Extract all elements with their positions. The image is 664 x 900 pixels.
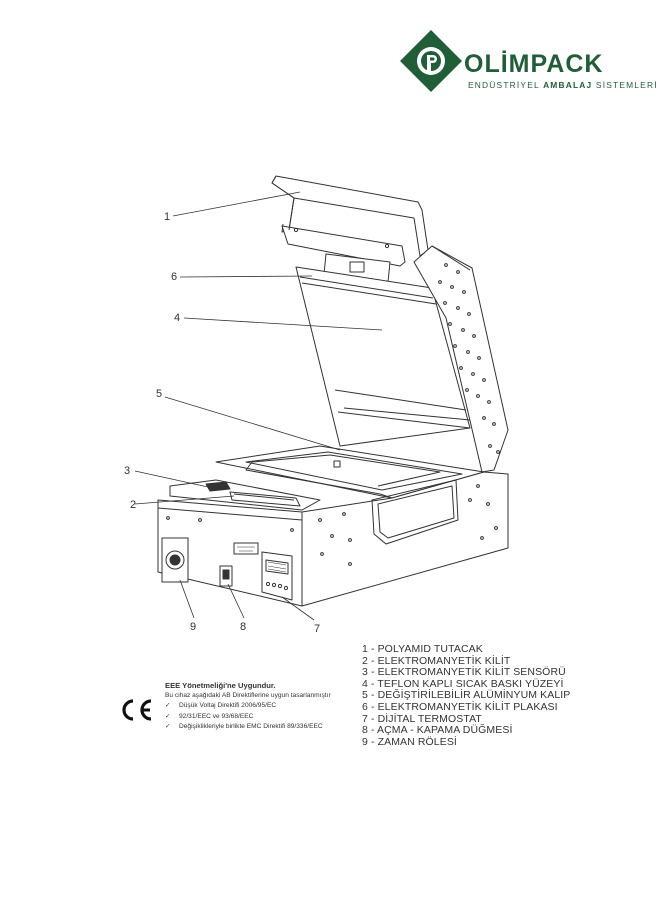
- lid-handle: [271, 175, 429, 267]
- brand-name: OLİMPACK: [464, 50, 604, 78]
- power-switch: [219, 565, 233, 587]
- legend-item: 4 - TEFLON KAPLI SICAK BASKI YÜZEYİ: [362, 677, 564, 690]
- callout-2: 2: [130, 499, 136, 511]
- brand-emblem-icon: [400, 30, 462, 92]
- lid-panel: [295, 266, 471, 447]
- callout-8: 8: [240, 621, 246, 633]
- callout-7: 7: [314, 623, 320, 635]
- legend-item: 1 - POLYAMID TUTACAK: [362, 643, 483, 655]
- callout-3: 3: [124, 465, 130, 477]
- compliance-title: EEE Yönetmeliği'ne Uygundur.: [165, 681, 276, 690]
- compliance-item: ✓ 92/31/EEC ve 93/68/EEC: [165, 712, 365, 723]
- machine-drawing: 1 2 3 4 5 6 7 8 9: [124, 175, 509, 635]
- compliance-item-text: Değişiklikleriyle birlikte EMC Direktifi…: [179, 723, 323, 730]
- side-arm: [413, 245, 509, 473]
- ce-mark-text: CE: [120, 697, 122, 698]
- machine-base: [157, 445, 509, 607]
- legend-item: 5 - DEĞİŞTİRİLEBİLİR ALÜMİNYUM KALIP: [362, 689, 571, 702]
- brand-subtitle-part2: AMBALAJ: [543, 80, 593, 90]
- compliance-intro: Bu cihaz aşağıdaki AB Direktiflerine uyg…: [165, 692, 331, 699]
- compliance-item: ✓ Değişiklikleriyle birlikte EMC Direktif…: [165, 722, 365, 733]
- compliance-item-text: Düşük Voltaj Direktifi 2006/95/EC: [179, 702, 277, 709]
- timer-relay: [161, 537, 189, 583]
- legend-item: 6 - ELEKTROMANYETİK KİLİT PLAKASI: [362, 700, 558, 713]
- callout-1: 1: [164, 211, 170, 223]
- brand-subtitle-part1: ENDÜSTRİYEL: [468, 80, 544, 90]
- compliance-item: ✓ Düşük Voltaj Direktifi 2006/95/EC: [165, 701, 365, 712]
- callout-9: 9: [190, 621, 196, 633]
- brand-subtitle: ENDÜSTRİYEL AMBALAJ SİSTEMLERİ: [468, 80, 658, 90]
- brand-subtitle-part3: SİSTEMLERİ: [592, 80, 658, 90]
- compliance-block: EEE Yönetmeliği'ne Uygundur. Bu cihaz aş…: [165, 681, 365, 733]
- digital-thermostat: [261, 551, 293, 601]
- legend-item: 2 - ELEKTROMANYETİK KİLİT: [362, 654, 511, 667]
- callout-6: 6: [171, 271, 177, 283]
- callout-4: 4: [174, 312, 180, 324]
- label-plate: [233, 542, 259, 555]
- check-icon: ✓: [165, 723, 171, 730]
- legend-item: 3 - ELEKTROMANYETİK KİLİT SENSÖRÜ: [362, 666, 566, 679]
- legend-item: 9 - ZAMAN RÖLESİ: [362, 735, 457, 748]
- legend-item: 7 - DİJİTAL TERMOSTAT: [362, 712, 482, 725]
- check-icon: ✓: [165, 712, 171, 720]
- ce-mark-icon: CE: [120, 697, 152, 721]
- compliance-item-text: 92/31/EEC ve 93/68/EEC: [179, 712, 254, 720]
- parts-legend: 1 - POLYAMID TUTACAK 2 - ELEKTROMANYETİK…: [362, 643, 642, 748]
- check-icon: ✓: [165, 702, 171, 709]
- callout-5: 5: [156, 388, 162, 400]
- callout-lines: [134, 191, 383, 621]
- brand-logo: OLİMPACK ENDÜSTRİYEL AMBALAJ SİSTEMLERİ: [398, 28, 657, 118]
- legend-item: 8 - AÇMA - KAPAMA DÜĞMESİ: [362, 724, 513, 737]
